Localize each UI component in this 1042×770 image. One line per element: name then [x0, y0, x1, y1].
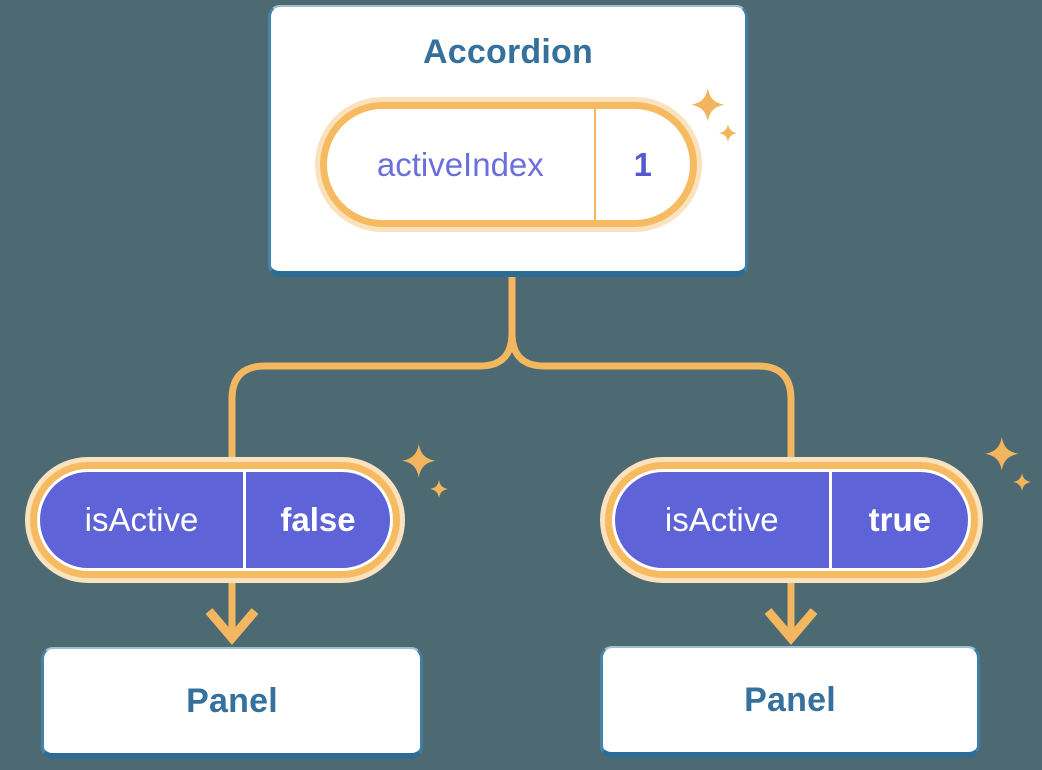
- connector-left: [228, 277, 516, 641]
- prop-pill-label: isActive: [664, 501, 779, 538]
- prop-pill-value: false: [280, 501, 356, 538]
- prop-pill-isactive-false: isActive false: [30, 462, 400, 578]
- connector-right: [508, 277, 795, 641]
- prop-pill-isactive-true: isActive true: [605, 462, 978, 578]
- panel-title: Panel: [186, 681, 278, 720]
- state-pill: activeIndex 1: [320, 102, 697, 227]
- prop-pill-label: isActive: [84, 501, 199, 538]
- sparkle-icon: [985, 437, 1031, 491]
- panel-component-box-left: Panel: [41, 647, 423, 759]
- state-pill-label: activeIndex: [376, 145, 544, 183]
- sparkle-icon: [691, 88, 737, 142]
- panel-component-box-right: Panel: [600, 646, 980, 758]
- sparkle-icon: [402, 444, 448, 498]
- panel-title: Panel: [744, 680, 836, 719]
- accordion-title: Accordion: [423, 33, 593, 71]
- arrow-down-icon: [764, 608, 818, 645]
- pill-divider: [828, 472, 832, 568]
- state-pill-value: 1: [633, 145, 652, 183]
- pill-divider: [593, 109, 596, 220]
- pill-divider: [243, 472, 246, 568]
- prop-pill-value: true: [868, 501, 931, 538]
- arrow-down-icon: [205, 608, 259, 645]
